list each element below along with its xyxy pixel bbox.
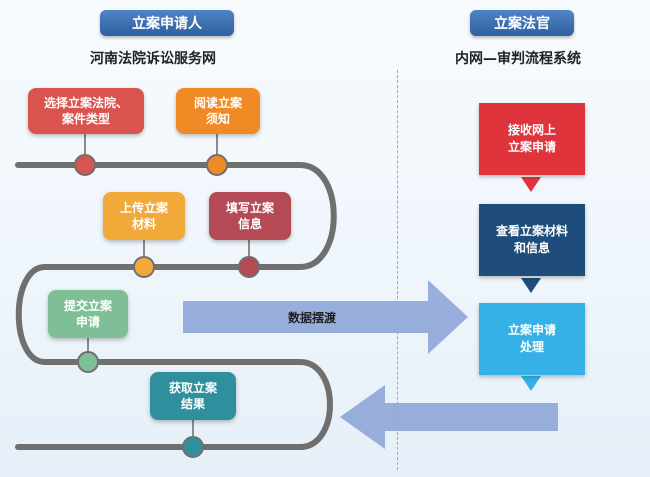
track-node — [206, 154, 228, 176]
track-node — [238, 256, 260, 278]
judge-header: 立案法官 — [470, 10, 574, 36]
column-divider — [397, 70, 398, 470]
step-review-materials: 查看立案材料 和信息 — [479, 204, 585, 276]
process-track — [15, 162, 337, 450]
exchange-arrow-right — [183, 280, 468, 354]
judge-subtitle: 内网—审判流程系统 — [455, 51, 581, 67]
track-node — [77, 351, 99, 373]
step-receive-application: 接收网上 立案申请 — [479, 103, 585, 175]
step-get-result: 获取立案 结果 — [150, 372, 236, 420]
applicant-subtitle: 河南法院诉讼服务网 — [90, 51, 216, 67]
step-process-application: 立案申请 处理 — [479, 303, 585, 375]
flow-arrow-down — [521, 177, 541, 192]
step-read-notice: 阅读立案 须知 — [176, 88, 260, 134]
track-node — [74, 154, 96, 176]
step-fill-info: 填写立案 信息 — [209, 192, 291, 240]
data-exchange-label: 数据摆渡 — [288, 311, 337, 325]
flow-arrow-down — [521, 376, 541, 391]
step-submit-application: 提交立案 申请 — [48, 290, 128, 338]
step-select-court: 选择立案法院、 案件类型 — [28, 88, 144, 134]
flow-arrow-down — [521, 278, 541, 293]
track-node — [133, 256, 155, 278]
step-upload-materials: 上传立案 材料 — [103, 192, 185, 240]
applicant-header: 立案申请人 — [100, 10, 234, 36]
track-node — [182, 436, 204, 458]
exchange-arrow-left — [340, 385, 558, 449]
